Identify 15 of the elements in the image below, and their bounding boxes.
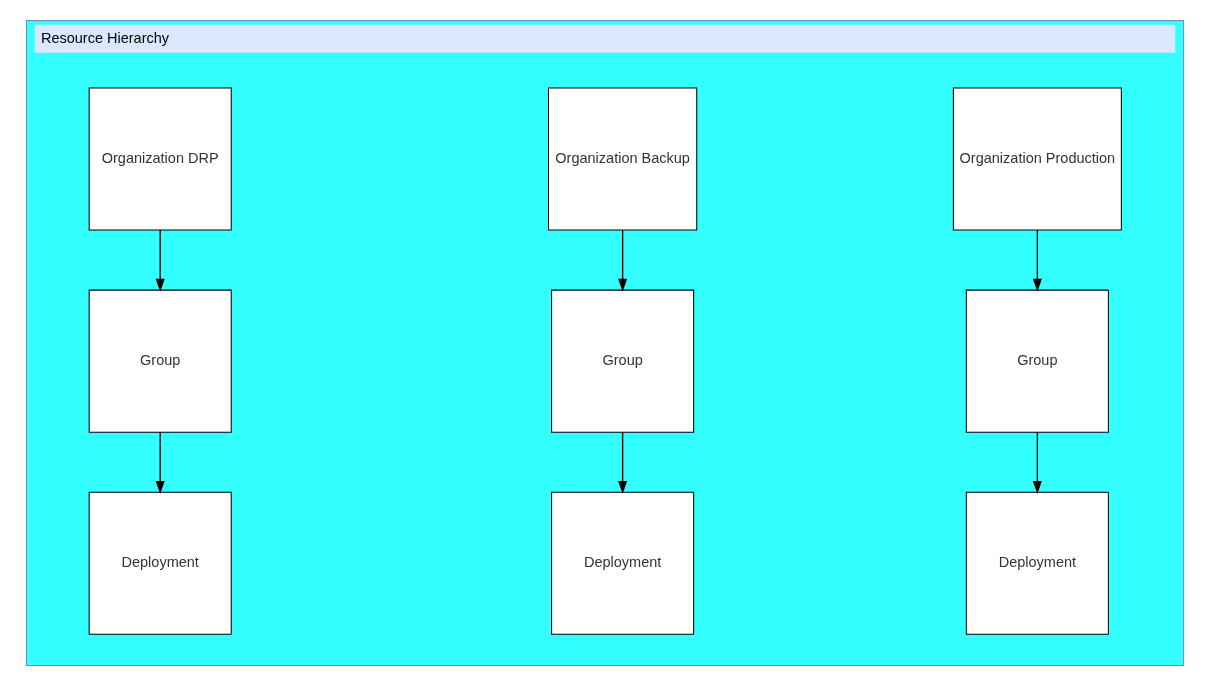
node-box: Group (550, 289, 694, 433)
node-box: Group (965, 289, 1109, 433)
node-box: Organization Backup (547, 87, 697, 231)
arrow (1032, 431, 1042, 495)
arrow (155, 229, 165, 292)
arrow (617, 229, 627, 292)
node-box: Group (88, 289, 232, 433)
node-box: Deployment (88, 491, 232, 635)
arrow (155, 431, 165, 495)
arrow (1032, 229, 1042, 292)
node-box: Deployment (550, 491, 694, 635)
node-box: Deployment (965, 491, 1109, 635)
node-box: Organization Production (952, 87, 1122, 231)
arrow (617, 431, 627, 495)
node-box: Organization DRP (88, 87, 232, 231)
